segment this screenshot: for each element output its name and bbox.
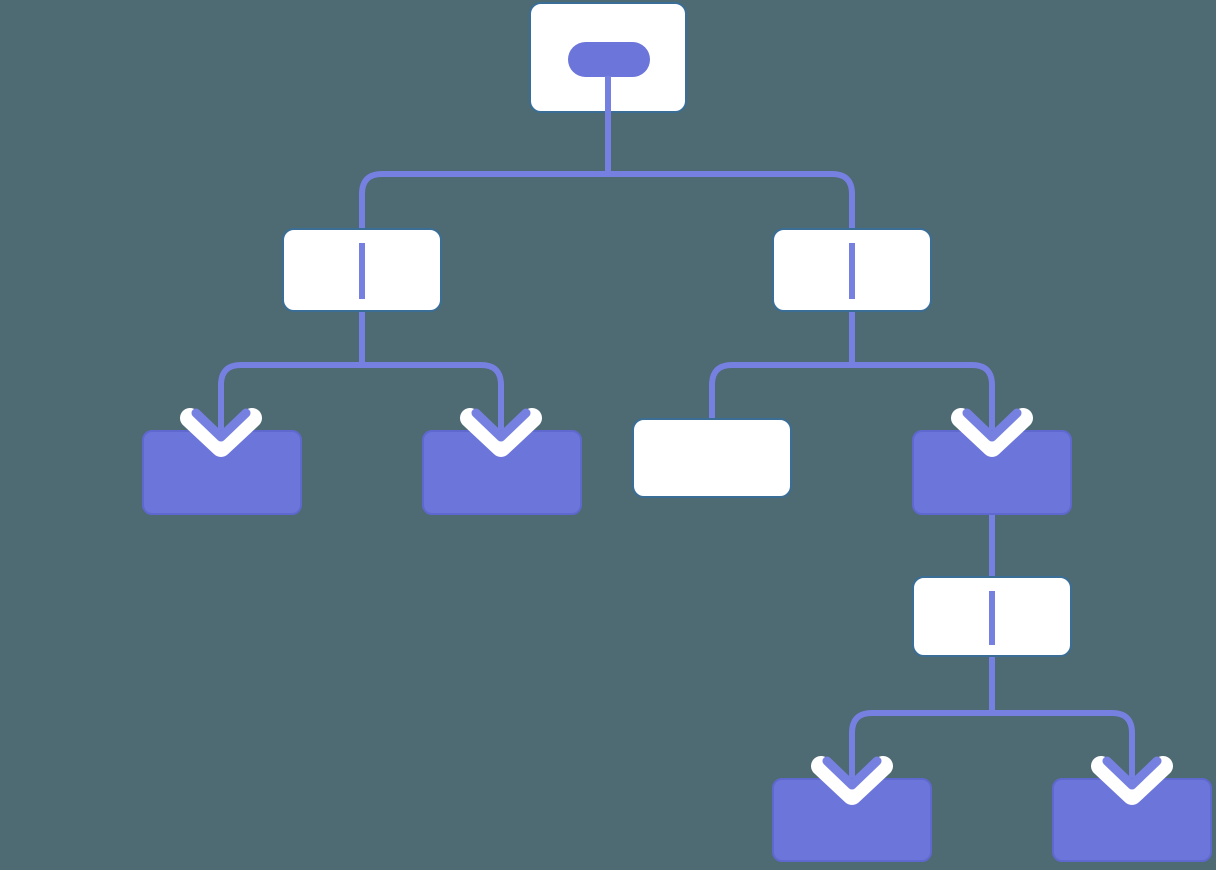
node-l3c[interactable] [632,418,792,498]
node-l2a[interactable] [282,228,442,312]
node-l3a[interactable] [142,430,302,515]
root-pill-badge [568,42,650,77]
node-l3b[interactable] [422,430,582,515]
node-l2b[interactable] [772,228,932,312]
node-root[interactable] [529,2,687,113]
node-l4a[interactable] [912,576,1072,657]
